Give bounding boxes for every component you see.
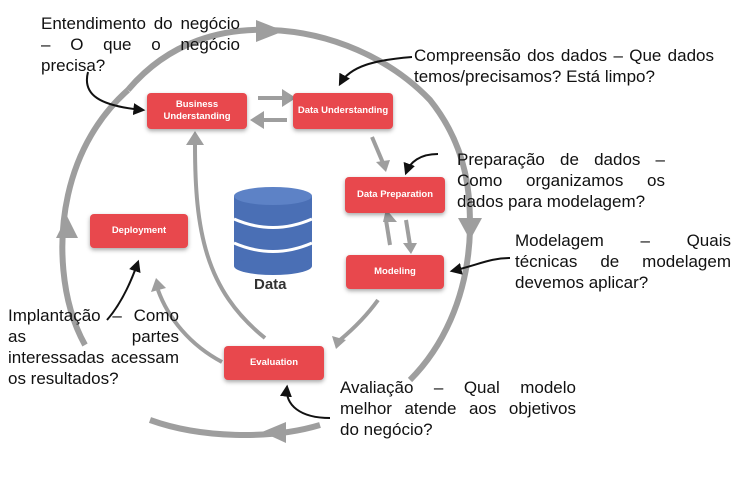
outer-ring-arrowheads: [56, 20, 482, 443]
annotation-data-preparation: Preparação de dados – Como organizamos o…: [457, 150, 665, 211]
arrow-modeling-to-preparation: [384, 219, 392, 246]
outer-ring-arc-right: [407, 229, 473, 383]
pointer-data-preparation: [403, 153, 439, 176]
pointer-business: [85, 71, 146, 116]
annotation-pointers: [85, 56, 511, 419]
pointer-data-understanding: [338, 56, 413, 87]
arrow-modeling-to-evaluation: [338, 298, 380, 342]
annotation-deployment: Implantação – Como as partes interessada…: [8, 306, 179, 388]
annotation-data-understanding: Compreensão dos dados – Que dados temos/…: [414, 46, 714, 86]
outer-ring-arc-bottom: [148, 417, 321, 438]
data-understanding-box: Data Understanding: [293, 93, 393, 129]
outer-cycle-ring: [59, 26, 473, 438]
annotation-evaluation: Avaliação – Qual modelo melhor atende ao…: [340, 378, 576, 439]
arrow-data-to-preparation: [370, 136, 385, 164]
business-understanding-box: Business Understanding: [147, 93, 247, 129]
arrow-evaluation-to-deployment: [156, 289, 223, 364]
arrow-evaluation-to-business: [193, 144, 267, 340]
database-icon: [233, 187, 313, 275]
outer-ring-arc-top: [125, 26, 473, 231]
data-preparation-box: Data Preparation: [345, 177, 445, 213]
outer-arrowhead-right: [458, 218, 482, 240]
outer-arrowhead-bottom: [262, 422, 286, 443]
pointer-deployment: [106, 259, 141, 321]
inner-flow-arrows: [156, 96, 412, 364]
evaluation-box: Evaluation: [224, 346, 324, 380]
database-label: Data: [254, 276, 287, 293]
outer-arrowhead-top: [256, 20, 284, 42]
annotation-business-understanding: Entendimento do negócio – O que o negóci…: [41, 14, 240, 75]
pointer-evaluation: [279, 384, 331, 419]
outer-ring-arc-left: [59, 87, 130, 347]
arrow-preparation-to-modeling: [404, 219, 412, 246]
outer-arrowhead-left: [56, 216, 78, 238]
pointer-modeling: [449, 257, 511, 275]
inner-arrowheads: [151, 89, 417, 349]
deployment-box: Deployment: [90, 214, 188, 248]
annotation-modeling: Modelagem – Quais técnicas de modelagem …: [515, 231, 731, 292]
modeling-box: Modeling: [346, 255, 444, 289]
